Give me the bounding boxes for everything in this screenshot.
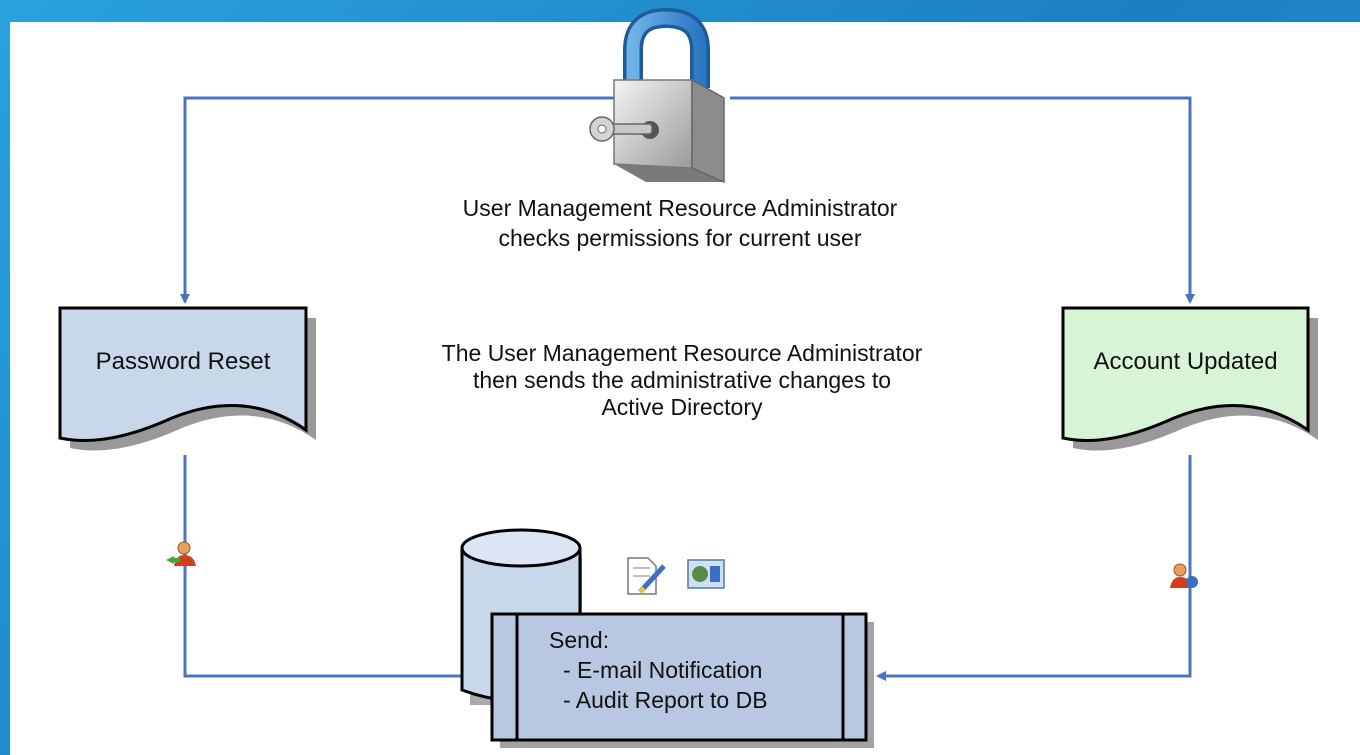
password-reset-document [58, 306, 316, 451]
connector-password-reset-to-process [183, 455, 490, 681]
send-actions-list: Send: - E-mail Notification - Audit Repo… [549, 625, 768, 715]
send-caption-line-1: The User Management Resource Administrat… [441, 340, 923, 366]
user-refresh-icon [1170, 563, 1198, 588]
edit-document-icon [627, 557, 666, 595]
send-caption-line-3: Active Directory [601, 394, 763, 420]
send-caption-line-2: then sends the administrative changes to [472, 367, 892, 393]
audit-report-item: - Audit Report to DB [563, 687, 768, 713]
password-reset-label: Password Reset [95, 348, 271, 375]
account-updated-label: Account Updated [1093, 348, 1278, 375]
account-updated-document [1061, 306, 1318, 451]
send-title: Send: [549, 627, 610, 653]
connector-top-to-account-updated [730, 96, 1195, 304]
connectors [180, 96, 1195, 681]
permission-caption-line-2: checks permissions for current user [498, 225, 862, 251]
permission-caption-line-1: User Management Resource Administrator [462, 195, 898, 221]
user-add-icon [166, 541, 196, 566]
report-icon [687, 559, 725, 589]
connector-top-to-password-reset [180, 96, 620, 304]
send-process-box [490, 612, 874, 748]
connector-account-updated-to-process [876, 455, 1192, 681]
send-changes-caption: The User Management Resource Administrat… [382, 340, 982, 421]
permission-check-caption: User Management Resource Administrator c… [380, 195, 980, 252]
email-notification-item: - E-mail Notification [563, 657, 763, 683]
padlock-key-icon [589, 7, 725, 184]
